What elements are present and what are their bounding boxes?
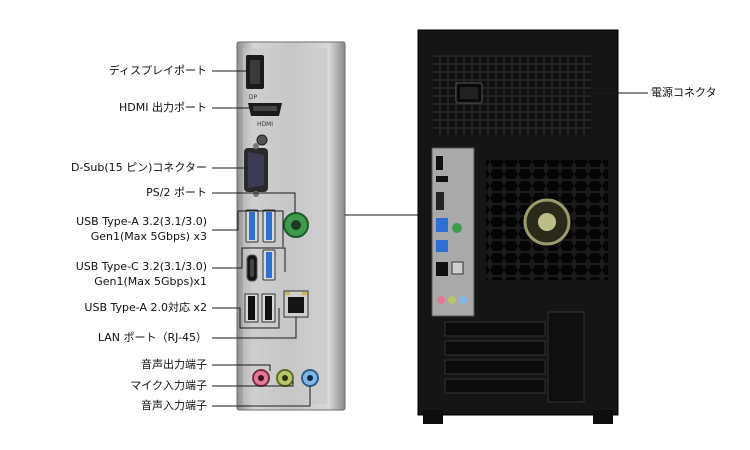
- label-mic: マイク入力端子: [130, 379, 207, 392]
- label-hdmi: HDMI 出力ポート: [119, 101, 207, 114]
- usb3-ports: [245, 209, 276, 281]
- leader-usb3: [212, 210, 284, 247]
- label-usb2: USB Type-A 2.0対応 x2: [84, 301, 207, 314]
- label-usb3-line1: USB Type-A 3.2(3.1/3.0): [76, 215, 207, 228]
- label-lan: LAN ポート（RJ-45）: [97, 331, 207, 344]
- displayport-port: DP: [246, 55, 264, 101]
- hdmi-port: HDMI: [248, 103, 282, 128]
- dp-mark: DP: [249, 94, 258, 101]
- io-panel-closeup: DP HDMI: [236, 41, 346, 411]
- label-audio-in: 音声入力端子: [141, 399, 207, 412]
- lan-port: [283, 290, 309, 318]
- label-ps2: PS/2 ポート: [146, 186, 207, 199]
- audio-jacks: [252, 369, 319, 387]
- label-usb3-line2: Gen1(Max 5Gbps) x3: [90, 230, 207, 243]
- dsub-port: [244, 143, 268, 197]
- label-audio-out: 音声出力端子: [141, 358, 207, 371]
- usbc-port: [246, 254, 258, 282]
- leader-usbc: [212, 247, 286, 272]
- pc-case-rear: [417, 29, 619, 424]
- case-foot-right: [593, 410, 613, 424]
- leader-lines: [212, 70, 648, 407]
- leader-audio-in: [212, 386, 311, 407]
- panel-screw: [256, 134, 268, 146]
- leader-ps2: [212, 192, 296, 213]
- ps2-port: [283, 212, 309, 238]
- leader-lan: [212, 317, 297, 339]
- expansion-slots: [444, 311, 585, 403]
- label-dsub: D-Sub(15 ピン)コネクター: [70, 161, 207, 174]
- label-power-connector: 電源コネクタ: [651, 86, 717, 99]
- leader-usb2: [212, 307, 280, 329]
- leader-audio-out: [212, 364, 271, 371]
- label-usbc-line2: Gen1(Max 5Gbps)x1: [94, 275, 207, 288]
- leader-mic: [212, 381, 294, 387]
- usb2-ports: [244, 293, 276, 323]
- hdmi-mark: HDMI: [257, 121, 273, 128]
- case-foot-left: [423, 410, 443, 424]
- label-displayport: ディスプレイポート: [108, 64, 207, 77]
- label-usbc-line1: USB Type-C 3.2(3.1/3.0): [75, 260, 207, 273]
